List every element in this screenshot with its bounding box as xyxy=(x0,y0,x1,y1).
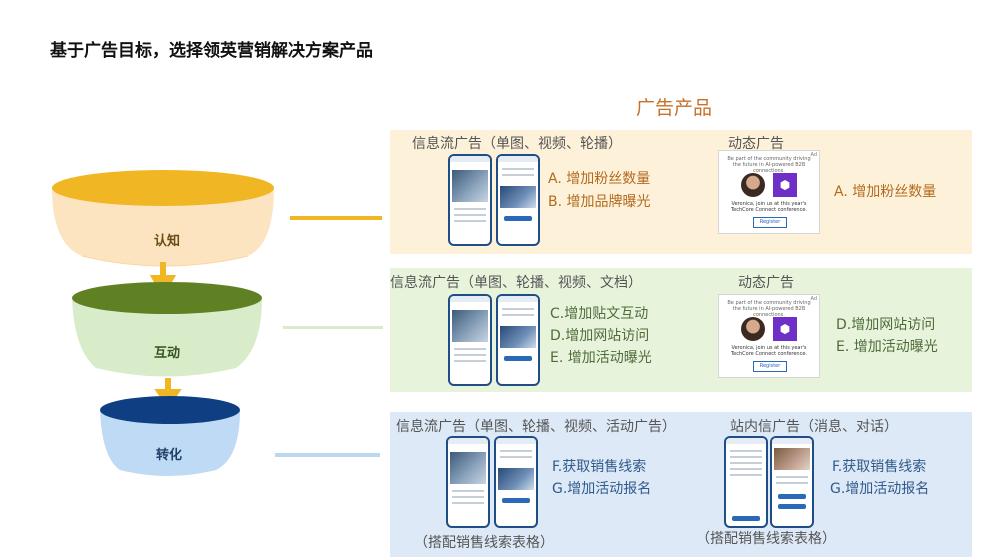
phone-mockup-feed-ad-2 xyxy=(496,294,540,386)
engagement-feed-benefit-e: E. 增加活动曝光 xyxy=(550,350,652,366)
engagement-feed-benefit-d: D.增加网站访问 xyxy=(550,328,650,344)
funnel-stage-conversion-top xyxy=(100,396,240,424)
funnel-stage-engagement-top xyxy=(72,282,262,314)
conversion-inmail-benefit-g: G.增加活动报名 xyxy=(830,481,930,497)
engagement-feed-benefit-c: C.增加贴文互动 xyxy=(550,306,649,322)
funnel-stage-conversion-body xyxy=(100,410,240,476)
awareness-feed-label: 信息流广告（单图、视频、轮播） xyxy=(412,136,622,152)
section-title: 广告产品 xyxy=(636,97,713,119)
engagement-dynamic-benefit-d: D.增加网站访问 xyxy=(836,317,936,333)
funnel-stage-engagement-label: 互动 xyxy=(154,346,181,361)
conversion-inmail-benefit-f: F.获取销售线索 xyxy=(832,459,927,475)
phone-mockup-inmail xyxy=(724,436,768,528)
connector-conversion xyxy=(275,453,380,457)
conversion-feed-label: 信息流广告（单图、轮播、视频、活动广告） xyxy=(396,419,676,435)
awareness-feed-benefit-b: B. 增加品牌曝光 xyxy=(548,194,651,210)
awareness-dynamic-label: 动态广告 xyxy=(728,136,784,152)
connector-engagement xyxy=(283,326,383,329)
phone-mockup-feed-ad xyxy=(448,294,492,386)
conversion-feed-benefit-g: G.增加活动报名 xyxy=(552,481,652,497)
techcore-logo-icon: ⬢ xyxy=(773,173,797,197)
marketing-funnel xyxy=(52,170,274,476)
phone-mockup-feed-ad xyxy=(446,436,490,528)
register-button[interactable]: Register xyxy=(753,361,787,372)
funnel-stage-engagement-body xyxy=(72,298,262,377)
conversion-inmail-label: 站内信广告（消息、对话） xyxy=(730,419,898,435)
avatar xyxy=(741,317,765,341)
phone-mockup-inmail-2 xyxy=(770,436,814,528)
awareness-dynamic-benefit-a: A. 增加粉丝数量 xyxy=(834,184,937,200)
funnel-stage-conversion-label: 转化 xyxy=(156,448,183,463)
funnel-stage-awareness-body xyxy=(52,188,274,266)
conversion-inmail-note: （搭配销售线索表格） xyxy=(696,531,836,547)
conversion-feed-benefit-f: F.获取销售线索 xyxy=(552,459,647,475)
register-button[interactable]: Register xyxy=(753,217,787,228)
page-title: 基于广告目标，选择领英营销解决方案产品 xyxy=(50,41,373,61)
phone-mockup-feed-ad-2 xyxy=(494,436,538,528)
phone-mockup-feed-ad xyxy=(448,154,492,246)
funnel-stage-awareness-label: 认知 xyxy=(154,234,181,249)
engagement-dynamic-benefit-e: E. 增加活动曝光 xyxy=(836,339,938,355)
dynamic-ad-mockup: Ad Be part of the community driving the … xyxy=(718,294,820,378)
funnel-stage-awareness-top xyxy=(52,170,274,206)
connector-awareness xyxy=(290,216,382,220)
techcore-logo-icon: ⬢ xyxy=(773,317,797,341)
dynamic-ad-mockup: Ad Be part of the community driving the … xyxy=(718,150,820,234)
conversion-feed-note: （搭配销售线索表格） xyxy=(414,535,554,551)
avatar xyxy=(741,173,765,197)
engagement-feed-label: 信息流广告（单图、轮播、视频、文档） xyxy=(390,275,642,291)
phone-mockup-feed-ad-2 xyxy=(496,154,540,246)
engagement-dynamic-label: 动态广告 xyxy=(738,275,794,291)
awareness-feed-benefit-a: A. 增加粉丝数量 xyxy=(548,171,651,187)
